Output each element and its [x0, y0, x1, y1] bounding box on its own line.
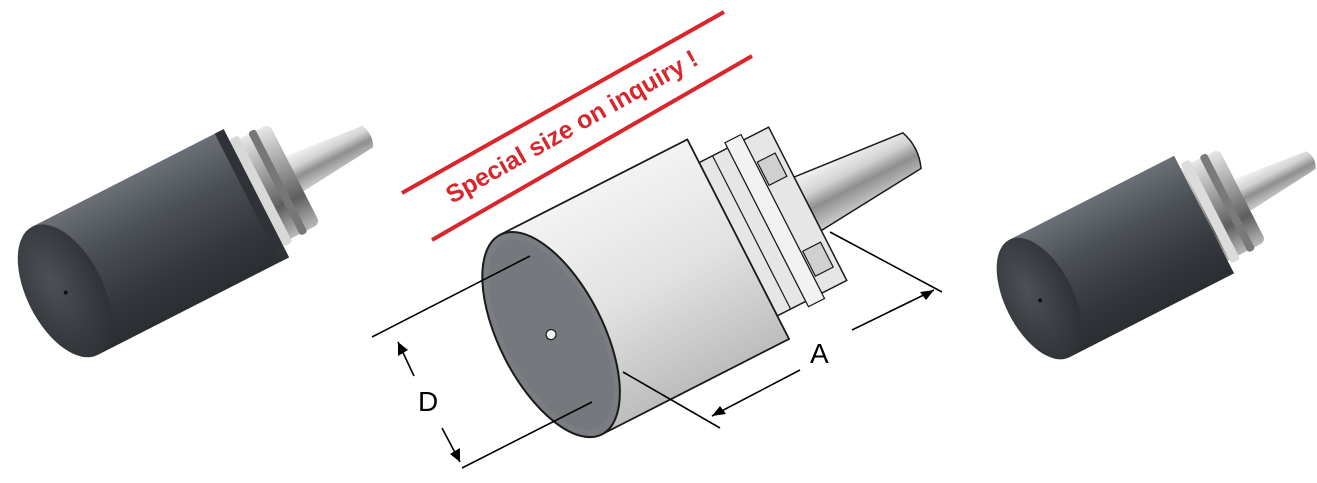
banner-line-top [401, 10, 725, 195]
dimension-a-label: A [810, 338, 829, 369]
right-tool-holder [996, 150, 1316, 360]
dimension-arrowheads [398, 290, 934, 462]
dimension-d-label: D [418, 386, 438, 417]
dimension-lines [371, 231, 943, 469]
center-tool-holder-drawing [481, 126, 922, 439]
left-tool-holder [17, 125, 374, 358]
banner-line-bottom [431, 54, 753, 242]
